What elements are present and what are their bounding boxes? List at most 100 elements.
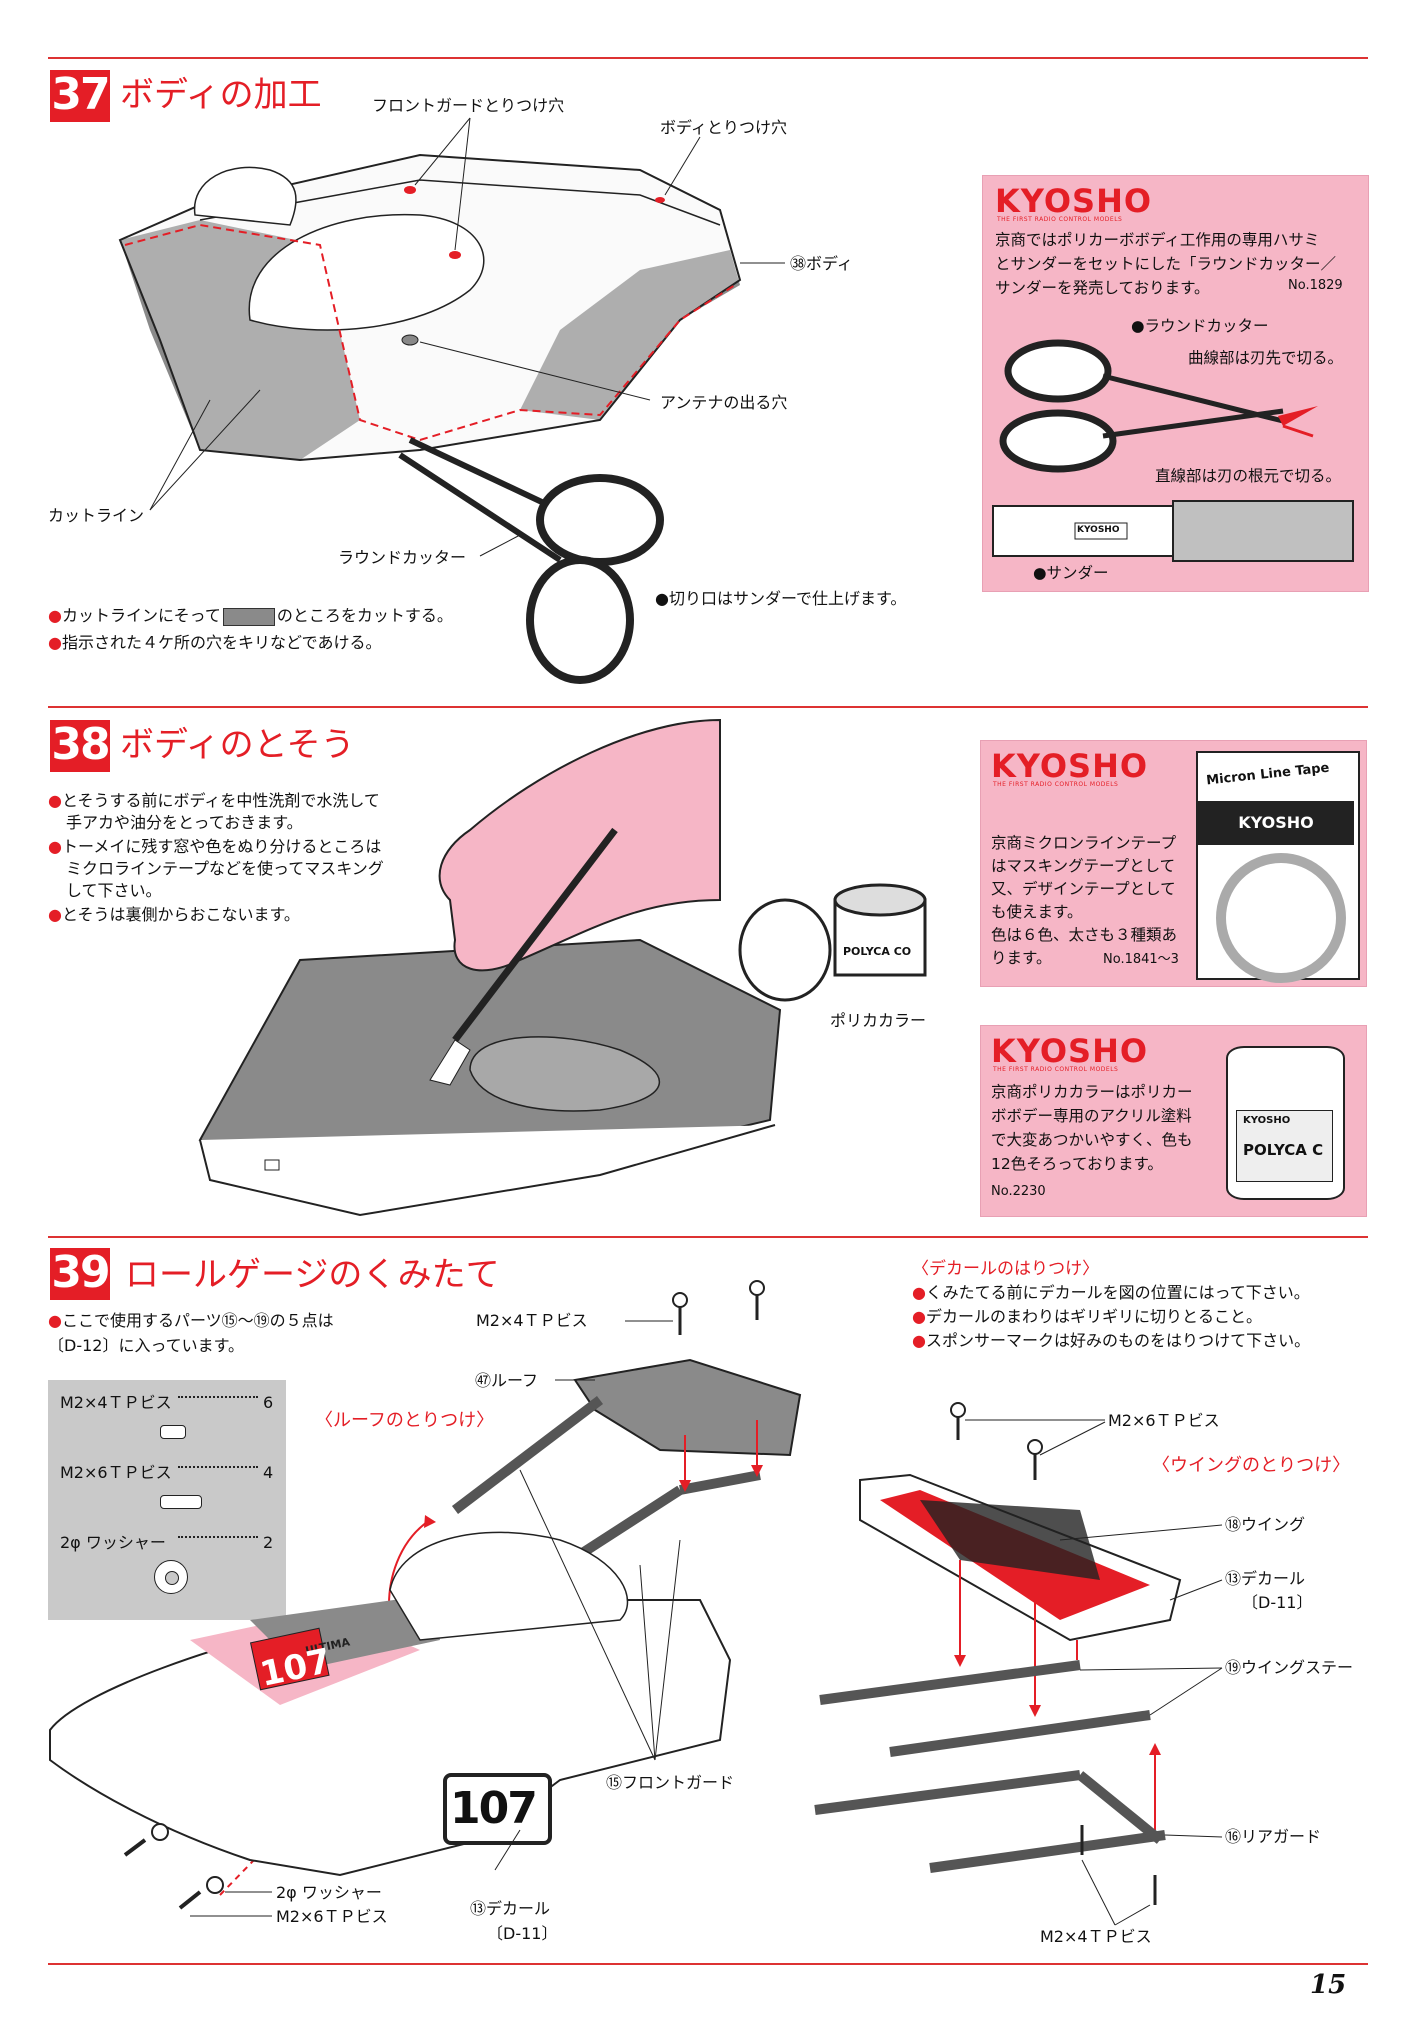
note-cut-along: ●カットラインにそってのところをカットする。: [48, 606, 453, 626]
wing-label-decal: ⑬デカール: [1225, 1569, 1306, 1588]
ad-text-2: とサンダーをセットにした「ラウンドカッター／: [995, 255, 1337, 273]
label-body: ㊳ボディ: [790, 254, 853, 273]
polycolor-jar: [738, 883, 927, 1002]
rear-guard-bar-2: [929, 1830, 1166, 1873]
ad-straight-note: 直線部は刃の根元で切る。: [1155, 467, 1342, 485]
paint-note-1-line-1: ●とそうする前にボディを中性洗剤で水洗して: [48, 791, 380, 810]
washer-icon: [154, 1560, 188, 1594]
label-m2x4-top: M2×4ＴＰビス: [476, 1311, 588, 1330]
ad-text-1: 京商ポリカカラーはポリカー: [991, 1083, 1193, 1101]
jar-brand: KYOSHO: [1243, 1115, 1291, 1126]
gray-swatch: [222, 607, 275, 626]
label-cut-line: カットライン: [48, 506, 145, 525]
section-rule-39: [48, 1236, 1368, 1238]
cut-region-right: [520, 250, 740, 420]
ad-sander-label: ●サンダー: [1033, 564, 1109, 582]
ad-text-5: 色は６色、太さも３種類あ: [991, 926, 1178, 944]
jar-product: POLYCA C: [1243, 1141, 1324, 1159]
step-38-number: 38: [50, 719, 111, 772]
part-1-qty: 6: [263, 1393, 274, 1412]
step-39-number: 39: [50, 1247, 111, 1300]
wing-heading: 〈ウイングのとりつけ〉: [1152, 1455, 1351, 1476]
wing-label-decal-ref: 〔D-11〕: [1242, 1593, 1313, 1612]
screw-m2x4-icon: [160, 1425, 186, 1439]
label-front-guard: ⑮フロントガード: [606, 1773, 735, 1792]
car-body: [49, 1599, 732, 1877]
label-decal-ref: 〔D-11〕: [487, 1924, 558, 1943]
kyosho-logo: KYOSHO: [991, 1032, 1149, 1070]
ad-product-no: No.1829: [1288, 278, 1343, 293]
front-guard-hole-2: [449, 251, 461, 259]
ad-curve-note: 曲線部は刃先で切る。: [1188, 349, 1344, 367]
label-front-guard-hole: フロントガードとりつけ穴: [372, 96, 565, 115]
antenna-hole: [401, 334, 419, 346]
paint-note-3: ●とそうは裏側からおこないます。: [48, 905, 300, 924]
step-37-title: ボディの加工: [120, 75, 322, 115]
ad-product-no: No.1841～3: [1103, 952, 1179, 967]
ad-round-cutter-label: ●ラウンドカッター: [1131, 317, 1269, 335]
ad-round-cutter: KYOSHO THE FIRST RADIO CONTROL MODELS 京商…: [982, 175, 1369, 592]
ad-text-3: で大変あつかいやすく、色も: [991, 1131, 1193, 1149]
kyosho-tagline: THE FIRST RADIO CONTROL MODELS: [993, 781, 1119, 788]
ad-product-no: No.2230: [991, 1184, 1046, 1199]
wing-label-m2x4: M2×4ＴＰビス: [1040, 1927, 1152, 1946]
roof-heading: 〈ルーフのとりつけ〉: [315, 1410, 495, 1431]
car-cockpit: [389, 1531, 629, 1641]
step-39-title: ロールゲージのくみたて: [125, 1255, 500, 1295]
paint-note-2-line-1: ●トーメイに残す窓や色をぬり分けるところは: [48, 837, 382, 856]
ad-polycolor: KYOSHO THE FIRST RADIO CONTROL MODELS 京商…: [980, 1025, 1367, 1217]
label-washer: 2φ ワッシャー: [276, 1883, 382, 1902]
label-antenna-hole: アンテナの出る穴: [660, 393, 788, 412]
paint-note-2-line-3: して下さい。: [66, 881, 162, 900]
headrest: [193, 166, 297, 226]
polycolor-jar-ad: KYOSHO POLYCA C: [1226, 1046, 1345, 1200]
paint-note-1-line-2: 手アカや油分をとっておきます。: [66, 813, 303, 832]
jar-label: POLYCA CO: [843, 945, 912, 958]
part-2-qty: 4: [263, 1463, 274, 1482]
intro-line-1: ●ここで使用するパーツ⑮～⑲の５点は: [48, 1311, 334, 1330]
bottom-rule: [48, 1963, 1368, 1965]
ad-scissors: [992, 339, 1354, 562]
sander-logo: KYOSHO: [1077, 525, 1120, 535]
label-body-hole: ボディとりつけ穴: [660, 118, 788, 137]
round-cutter-scissors: [398, 437, 664, 684]
ad-text-3: 又、デザインテープとして: [991, 880, 1176, 898]
label-polycolor: ポリカカラー: [830, 1011, 927, 1030]
ad-text-4: も使えます。: [991, 903, 1083, 921]
painting-hand: [438, 718, 721, 972]
ad-text-1: 京商ではポリカーボボディ工作用の専用ハサミ: [995, 231, 1320, 249]
tape-roll: [1216, 853, 1346, 983]
wing-stay-1: [819, 1660, 1081, 1705]
body-hole: [655, 197, 665, 203]
note-drill-holes: ●指示された４ケ所の穴をキリなどであける。: [48, 633, 382, 652]
kyosho-tagline: THE FIRST RADIO CONTROL MODELS: [997, 216, 1123, 223]
paint-note-2-line-2: ミクロラインテープなどを使ってマスキング: [66, 859, 384, 878]
parts-list: M2×4ＴＰビス 6 M2×6ＴＰビス 4 2φ ワッシャー 2: [48, 1380, 286, 1620]
ad-text-2: はマスキングテープとして: [991, 857, 1176, 875]
top-rule: [48, 57, 1368, 59]
number-plate: [443, 1773, 552, 1845]
ad-text-2: ボボデー専用のアクリル塗料: [991, 1107, 1192, 1125]
decal-note-2: ●デカールのまわりはギリギリに切りとること。: [912, 1307, 1262, 1326]
wing-label-wing-stay: ⑲ウイングステー: [1225, 1658, 1354, 1677]
car-number-large: 107: [450, 1783, 538, 1834]
part-3-name: 2φ ワッシャー: [60, 1533, 166, 1552]
section-rule-38: [48, 706, 1368, 708]
part-2-name: M2×6ＴＰビス: [60, 1463, 172, 1482]
label-m2x6-bottom: M2×6ＴＰビス: [276, 1907, 388, 1926]
kyosho-tagline: THE FIRST RADIO CONTROL MODELS: [993, 1066, 1119, 1073]
label-round-cutter: ラウンドカッター: [338, 548, 467, 567]
jar-label-box: KYOSHO POLYCA C: [1236, 1110, 1333, 1182]
label-roof: ㊼ルーフ: [475, 1371, 539, 1390]
wing-label-wing: ⑱ウイング: [1225, 1515, 1306, 1534]
ad-text-3: サンダーを発売しております。: [995, 279, 1210, 297]
ad-text-4: 12色そろっております。: [991, 1155, 1163, 1173]
step-37-number: 37: [50, 69, 111, 122]
part-3-qty: 2: [263, 1533, 274, 1552]
cut-line: [124, 223, 736, 442]
front-guard-hole-1: [404, 186, 416, 194]
